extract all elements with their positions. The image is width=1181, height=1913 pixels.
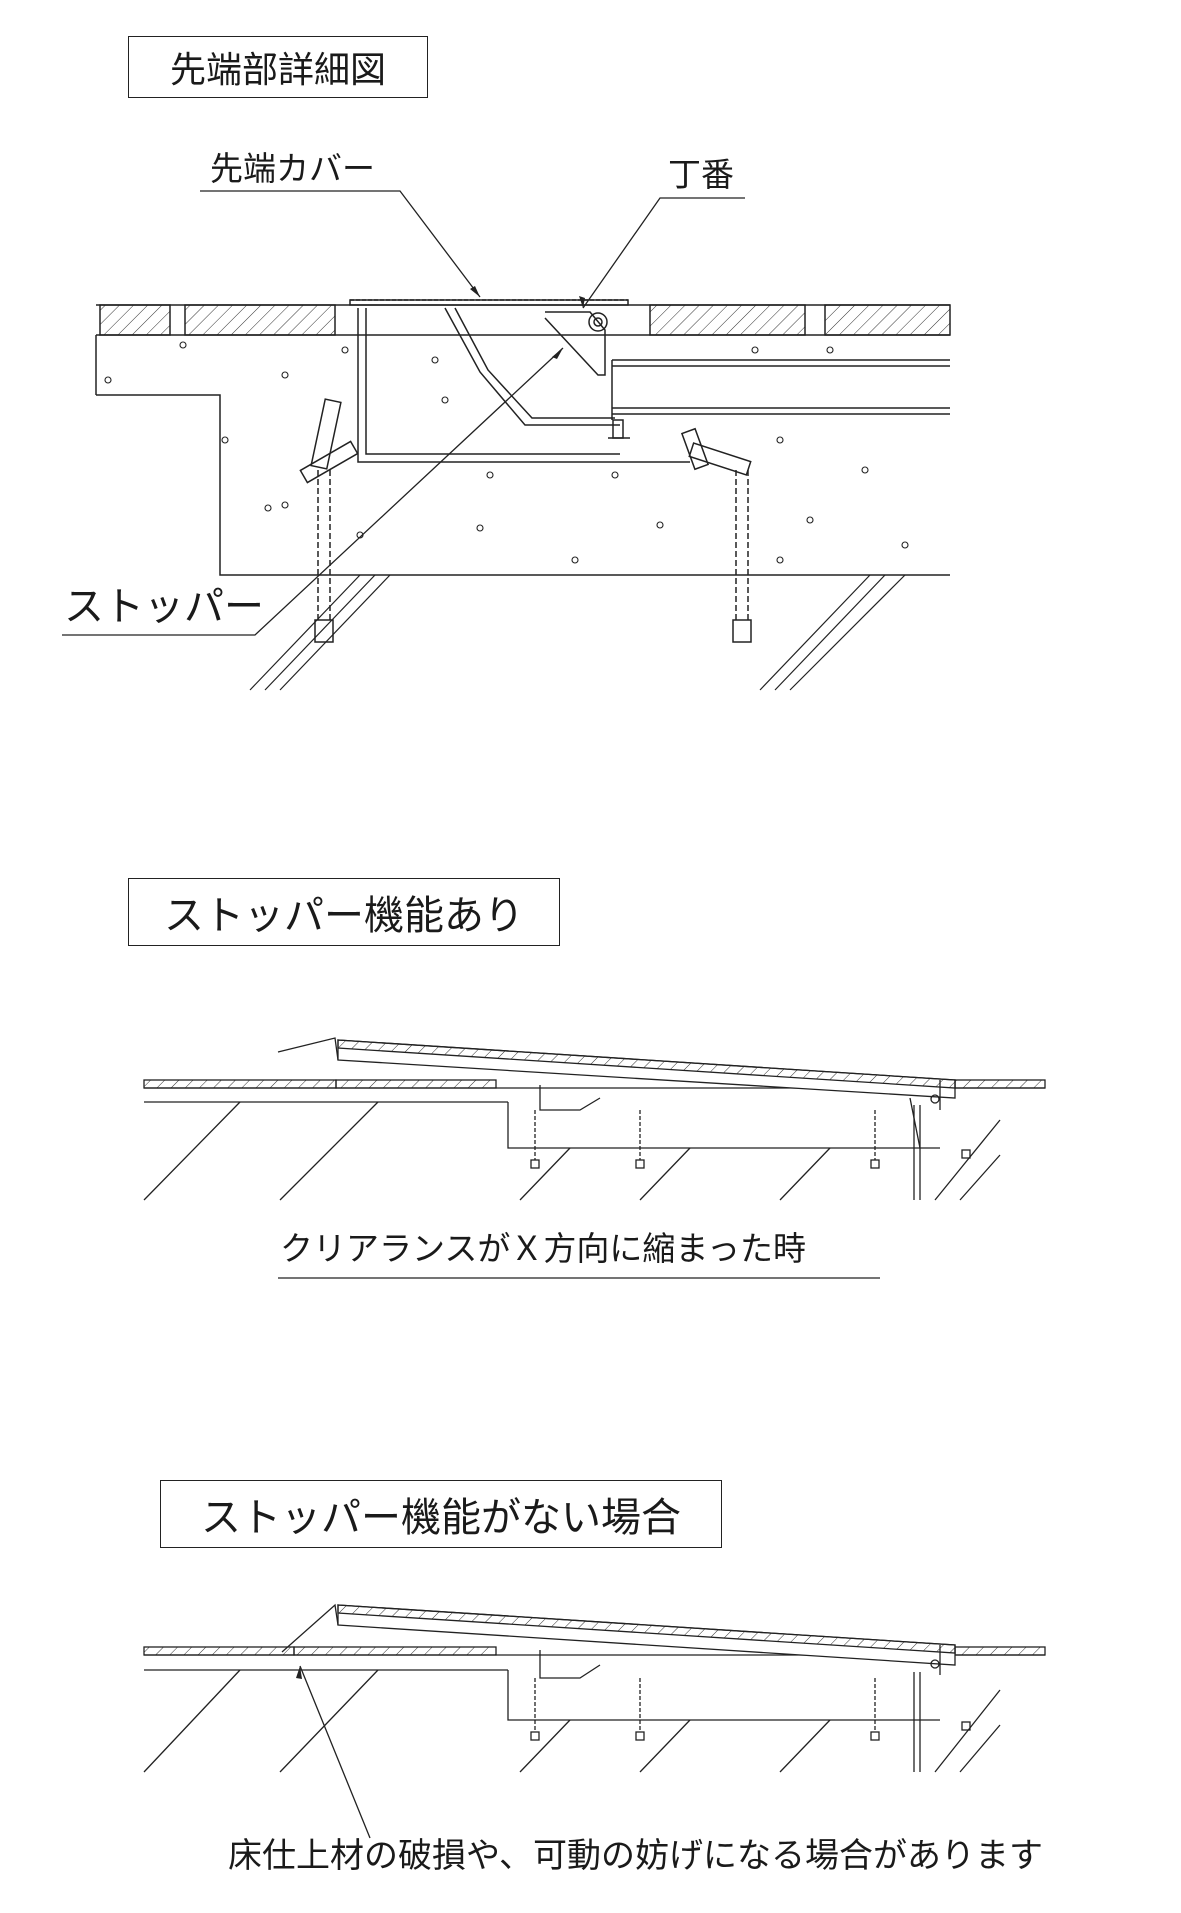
section2-title: ストッパー機能あり: [164, 893, 524, 939]
hinge-label: 丁番: [668, 155, 734, 194]
leader-lines: [62, 190, 745, 636]
section3-caption: 床仕上材の破損や、可動の妨げになる場合があります: [228, 1836, 1043, 1876]
section3-title-box: ストッパー機能がない場合: [160, 1480, 722, 1548]
cover-label: 先端カバー: [210, 149, 375, 188]
detail-drawing: [95, 299, 951, 691]
section3-title: ストッパー機能がない場合: [201, 1495, 681, 1541]
section1-title-box: 先端部詳細図: [128, 36, 428, 98]
section2-title-box: ストッパー機能あり: [128, 878, 560, 946]
stopper-label: ストッパー: [64, 584, 264, 630]
with-stopper-drawing: [143, 1037, 1046, 1201]
leader-arrows: [470, 286, 585, 359]
section1-title: 先端部詳細図: [169, 50, 386, 91]
without-stopper-drawing: [143, 1603, 1046, 1839]
leader-arrow-damage: [296, 1666, 302, 1679]
section2-caption: クリアランスがＸ方向に縮まった時: [280, 1229, 807, 1268]
